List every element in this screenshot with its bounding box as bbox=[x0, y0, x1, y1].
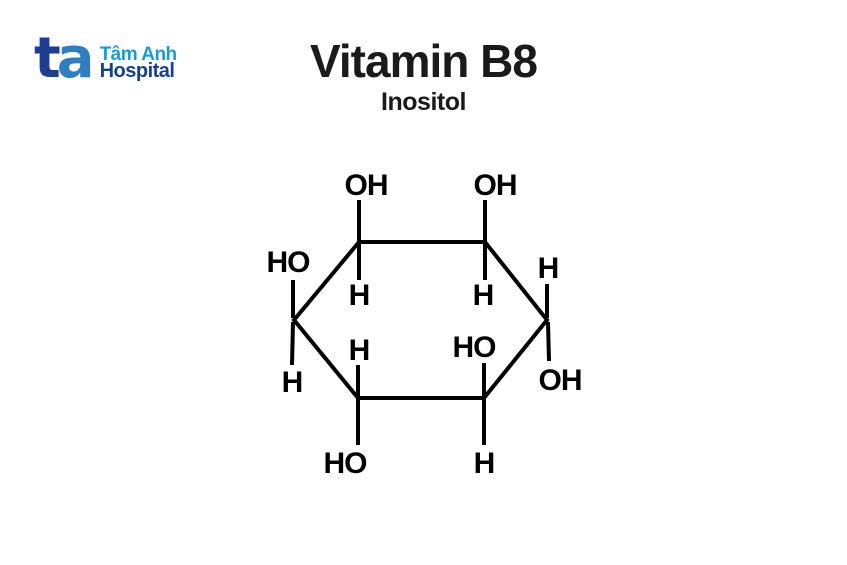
atom-label-bottomright-h: H bbox=[474, 447, 495, 480]
page-subtitle: Inositol bbox=[381, 88, 466, 116]
atom-label-right-oh: OH bbox=[539, 364, 582, 397]
atom-label-topright-h: H bbox=[473, 279, 494, 312]
atom-label-left-h: H bbox=[282, 366, 303, 399]
tam-anh-hospital-logo: ta Tâm Anh Hospital bbox=[34, 31, 178, 87]
logo-wordmark: Tâm Anh Hospital bbox=[99, 44, 178, 82]
atom-label-topright-oh: OH bbox=[474, 169, 517, 202]
logo-mark-a: a bbox=[56, 26, 95, 91]
atom-label-bottomright-ho: HO bbox=[453, 331, 497, 364]
logo-name-line2: Hospital bbox=[99, 60, 175, 82]
atom-label-left-ho: HO bbox=[267, 246, 311, 279]
atom-label-bottomleft-h: H bbox=[349, 334, 370, 367]
ta-logo-icon: ta bbox=[34, 31, 95, 87]
bond-left-down-h bbox=[290, 321, 295, 366]
page-title: Vitamin B8 bbox=[310, 35, 538, 87]
logo-mark-t: t bbox=[34, 26, 61, 91]
atom-label-topleft-h: H bbox=[349, 279, 370, 312]
carbon-ring bbox=[291, 240, 550, 400]
atom-label-topleft-oh: OH bbox=[345, 169, 388, 202]
atom-label-bottomleft-ho: HO bbox=[324, 447, 368, 480]
atom-label-right-h: H bbox=[538, 252, 559, 285]
logo-name-line1: Tâm Anh bbox=[99, 44, 178, 65]
bond-right-down-oh bbox=[546, 321, 551, 362]
